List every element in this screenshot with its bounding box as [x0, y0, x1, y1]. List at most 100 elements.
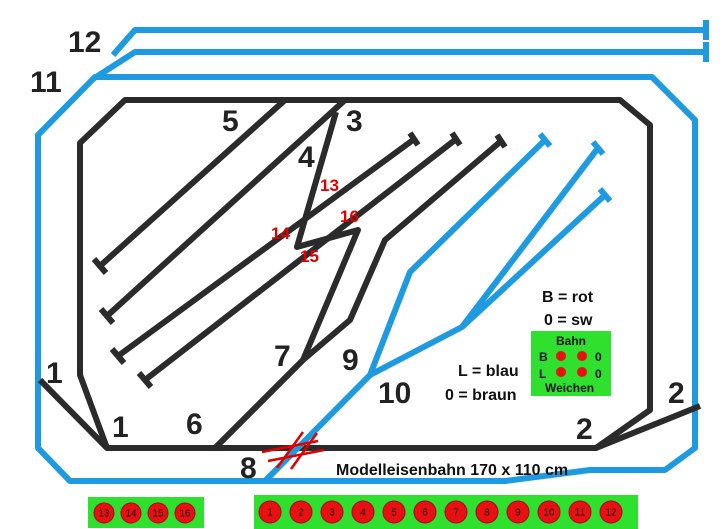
legend: B = rot 0 = sw L = blau 0 = braun: [445, 289, 594, 404]
control-box-top-label: Bahn: [556, 334, 586, 348]
label-track-10: 10: [378, 377, 411, 410]
label-track-3: 3: [346, 105, 363, 138]
button-3[interactable]: 3: [320, 500, 344, 524]
label-switch-13: 13: [320, 176, 339, 195]
button-1[interactable]: 1: [258, 500, 282, 524]
buffer-stop-4: [109, 347, 127, 365]
button-16-circle[interactable]: [174, 502, 196, 524]
button-10-circle[interactable]: [537, 500, 561, 524]
black-tracks: [37, 97, 702, 451]
label-track-2-right: 2: [668, 377, 685, 410]
isolation-mark-d2: [289, 432, 319, 470]
isolation-mark-h2: [267, 448, 325, 463]
buffer-stop-10: [590, 140, 606, 156]
track-labels: 12 11 5 3 4 1 1 6 7 9 10 8 2 2: [30, 26, 685, 485]
label-track-9: 9: [342, 344, 359, 377]
button-6[interactable]: 6: [413, 500, 437, 524]
label-track-4: 4: [298, 141, 315, 174]
button-5[interactable]: 5: [382, 500, 406, 524]
track-x-lower: [143, 137, 457, 383]
button-16[interactable]: 16: [174, 502, 196, 524]
button-3-label: 3: [329, 508, 335, 519]
switch-labels: 13 14 15 16: [271, 176, 359, 266]
button-2-circle[interactable]: [289, 500, 313, 524]
legend-b-rot: B = rot: [542, 289, 594, 306]
legend-zero-sw: 0 = sw: [544, 312, 593, 329]
button-8[interactable]: 8: [475, 500, 499, 524]
button-10[interactable]: 10: [537, 500, 561, 524]
label-switch-14: 14: [271, 224, 290, 243]
button-9-label: 9: [515, 508, 521, 519]
button-14-circle[interactable]: [120, 502, 142, 524]
button-8-circle[interactable]: [475, 500, 499, 524]
control-box-row1-right: 0: [595, 350, 602, 364]
label-track-12: 12: [68, 26, 101, 59]
button-13[interactable]: 13: [93, 502, 115, 524]
button-4-circle[interactable]: [351, 500, 375, 524]
control-box-led-b1[interactable]: [556, 351, 566, 361]
label-track-2-switch: 2: [576, 413, 593, 446]
button-2[interactable]: 2: [289, 500, 313, 524]
control-box-bg: [531, 331, 611, 396]
button-5-circle[interactable]: [382, 500, 406, 524]
control-box: Bahn B 0 L 0 Weichen: [531, 331, 611, 396]
button-7-circle[interactable]: [444, 500, 468, 524]
track-9-branch: [301, 139, 502, 363]
buffer-stop-10b: [597, 187, 613, 203]
legend-l-blau: L = blau: [458, 363, 519, 380]
button-13-label: 13: [98, 509, 110, 520]
button-9[interactable]: 9: [506, 500, 530, 524]
track-3-upper: [104, 97, 348, 319]
track-4-crossover: [294, 111, 361, 362]
button-12[interactable]: 12: [599, 500, 623, 524]
control-box-led-l1[interactable]: [556, 367, 566, 377]
button-12-circle[interactable]: [599, 500, 623, 524]
button-4[interactable]: 4: [351, 500, 375, 524]
track-11-loop: [35, 74, 698, 484]
inner-loop: [77, 97, 653, 451]
label-track-6: 6: [186, 408, 203, 441]
track-6-7: [212, 357, 306, 451]
label-track-5: 5: [222, 105, 239, 138]
isolation-mark-d1: [275, 431, 305, 469]
track-8-9: [262, 137, 548, 484]
button-7-label: 7: [453, 508, 459, 519]
button-7[interactable]: 7: [444, 500, 468, 524]
button-1-circle[interactable]: [258, 500, 282, 524]
label-track-11: 11: [30, 66, 62, 99]
track-12-branch: [110, 27, 706, 57]
label-switch-16: 16: [340, 207, 359, 226]
button-9-circle[interactable]: [506, 500, 530, 524]
button-15-circle[interactable]: [147, 502, 169, 524]
button-11-circle[interactable]: [568, 500, 592, 524]
control-box-bottom-label: Weichen: [545, 381, 594, 395]
label-track-7: 7: [274, 340, 291, 373]
buffer-stop-upper-a: [407, 131, 421, 147]
button-15[interactable]: 15: [147, 502, 169, 524]
control-box-row2-right: 0: [595, 367, 602, 381]
layout-title: Modelleisenbahn 170 x 110 cm: [336, 462, 568, 479]
blue-inner-buffer-stops: [537, 132, 613, 203]
label-switch-15: 15: [300, 247, 319, 266]
button-2-label: 2: [298, 508, 304, 519]
button-4-label: 4: [360, 508, 366, 519]
button-10-label: 10: [543, 508, 555, 519]
button-13-circle[interactable]: [93, 502, 115, 524]
buffer-stop-5: [91, 257, 109, 275]
button-14-label: 14: [125, 509, 137, 520]
buffer-stop-x: [136, 371, 154, 389]
buffer-stop-3: [98, 307, 116, 325]
button-3-circle[interactable]: [320, 500, 344, 524]
button-11-label: 11: [575, 508, 586, 519]
track-2-stub: [594, 403, 702, 451]
button-6-circle[interactable]: [413, 500, 437, 524]
button-6-label: 6: [422, 508, 428, 519]
control-box-led-l2[interactable]: [577, 367, 587, 377]
label-track-1-left: 1: [46, 357, 63, 390]
control-box-led-b2[interactable]: [577, 351, 587, 361]
blue-outer-tracks: [35, 27, 706, 484]
button-11[interactable]: 11: [568, 500, 592, 524]
button-14[interactable]: 14: [120, 502, 142, 524]
